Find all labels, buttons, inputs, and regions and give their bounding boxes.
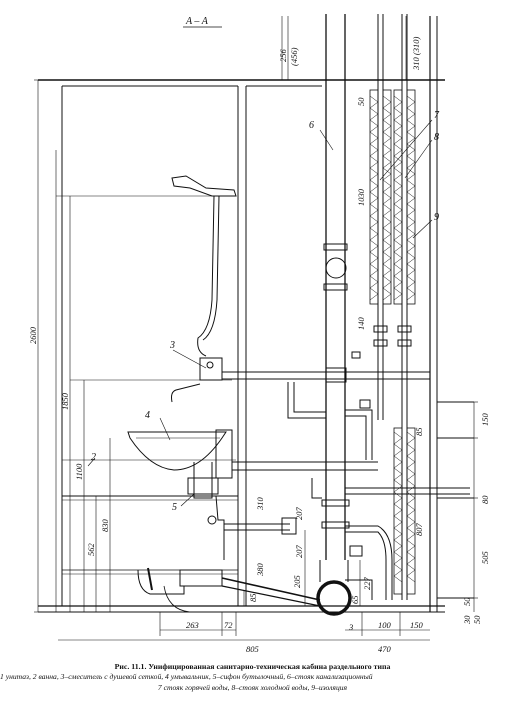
dim-562: 562 xyxy=(86,543,96,557)
dim-3: 3 xyxy=(348,622,353,632)
dimension-texts: 2600 1850 1100 562 830 256 (456) 310 (31… xyxy=(28,37,490,654)
dim-150-bottom: 150 xyxy=(410,620,424,630)
dim-72: 72 xyxy=(224,620,233,630)
label-9: 9 xyxy=(434,212,439,223)
dim-1100: 1100 xyxy=(74,463,84,480)
dim-65: 65 xyxy=(350,596,360,605)
dim-380: 380 xyxy=(255,563,265,578)
cabin-walls xyxy=(38,16,445,613)
dim-140: 140 xyxy=(356,317,366,331)
water-risers xyxy=(369,14,416,600)
dim-263: 263 xyxy=(186,620,199,630)
caption-legend-last: 7 стояк горячей воды, 8–стояк холодной в… xyxy=(157,682,348,692)
dim-470: 470 xyxy=(378,644,392,654)
label-2: 2 xyxy=(91,452,96,463)
dim-85: 85 xyxy=(248,594,258,603)
dim-456: (456) xyxy=(289,47,299,66)
dim-100: 100 xyxy=(378,620,392,630)
plumbing-section-drawing: A – A xyxy=(28,14,490,654)
label-3: 3 xyxy=(169,340,175,351)
sewer-riser xyxy=(316,14,352,616)
figure-caption: Рис. 11.1. Унифицированная санитарно-тех… xyxy=(0,662,505,718)
label-8: 8 xyxy=(434,132,439,143)
dim-30: 30 xyxy=(462,615,472,625)
dim-207-a: 207 xyxy=(294,545,304,559)
dim-1030: 1030 xyxy=(356,188,366,206)
label-6: 6 xyxy=(309,120,314,131)
caption-legend: 1 унитаз, 2 ванна, 3–смеситель с душевой… xyxy=(0,672,373,682)
branch-pipes xyxy=(287,351,474,600)
washbasin xyxy=(127,429,378,560)
bathtub-drain xyxy=(137,567,321,613)
dim-227: 227 xyxy=(362,577,372,591)
dim-807: 807 xyxy=(414,523,424,537)
item-labels: 1 2 3 4 5 6 7 8 9 xyxy=(91,110,440,513)
dimension-lines xyxy=(34,16,478,641)
dim-830: 830 xyxy=(100,519,110,533)
dim-2600: 2600 xyxy=(28,326,38,344)
dim-50: 50 xyxy=(356,97,366,106)
dim-310-mid: 310 xyxy=(255,497,265,512)
dim-207-b: 207 xyxy=(294,507,304,521)
dim-50-bottom: 50 xyxy=(472,615,482,624)
caption-title: Рис. 11.1. Унифицированная санитарно-тех… xyxy=(114,662,391,671)
label-7: 7 xyxy=(434,110,440,121)
label-5: 5 xyxy=(172,502,177,513)
dim-80: 80 xyxy=(480,495,490,504)
dim-50-right: 50 xyxy=(462,597,472,606)
dim-85-right: 85 xyxy=(414,428,424,437)
dim-505: 505 xyxy=(480,551,490,564)
dim-310-top: 310 (310) xyxy=(411,37,421,71)
dim-150-right: 150 xyxy=(480,413,490,427)
label-4: 4 xyxy=(145,410,150,421)
dim-205: 205 xyxy=(292,575,302,588)
dim-1850: 1850 xyxy=(60,392,70,410)
section-label: A – A xyxy=(185,16,209,27)
dim-256: 256 xyxy=(278,49,288,63)
dim-805: 805 xyxy=(246,644,259,654)
